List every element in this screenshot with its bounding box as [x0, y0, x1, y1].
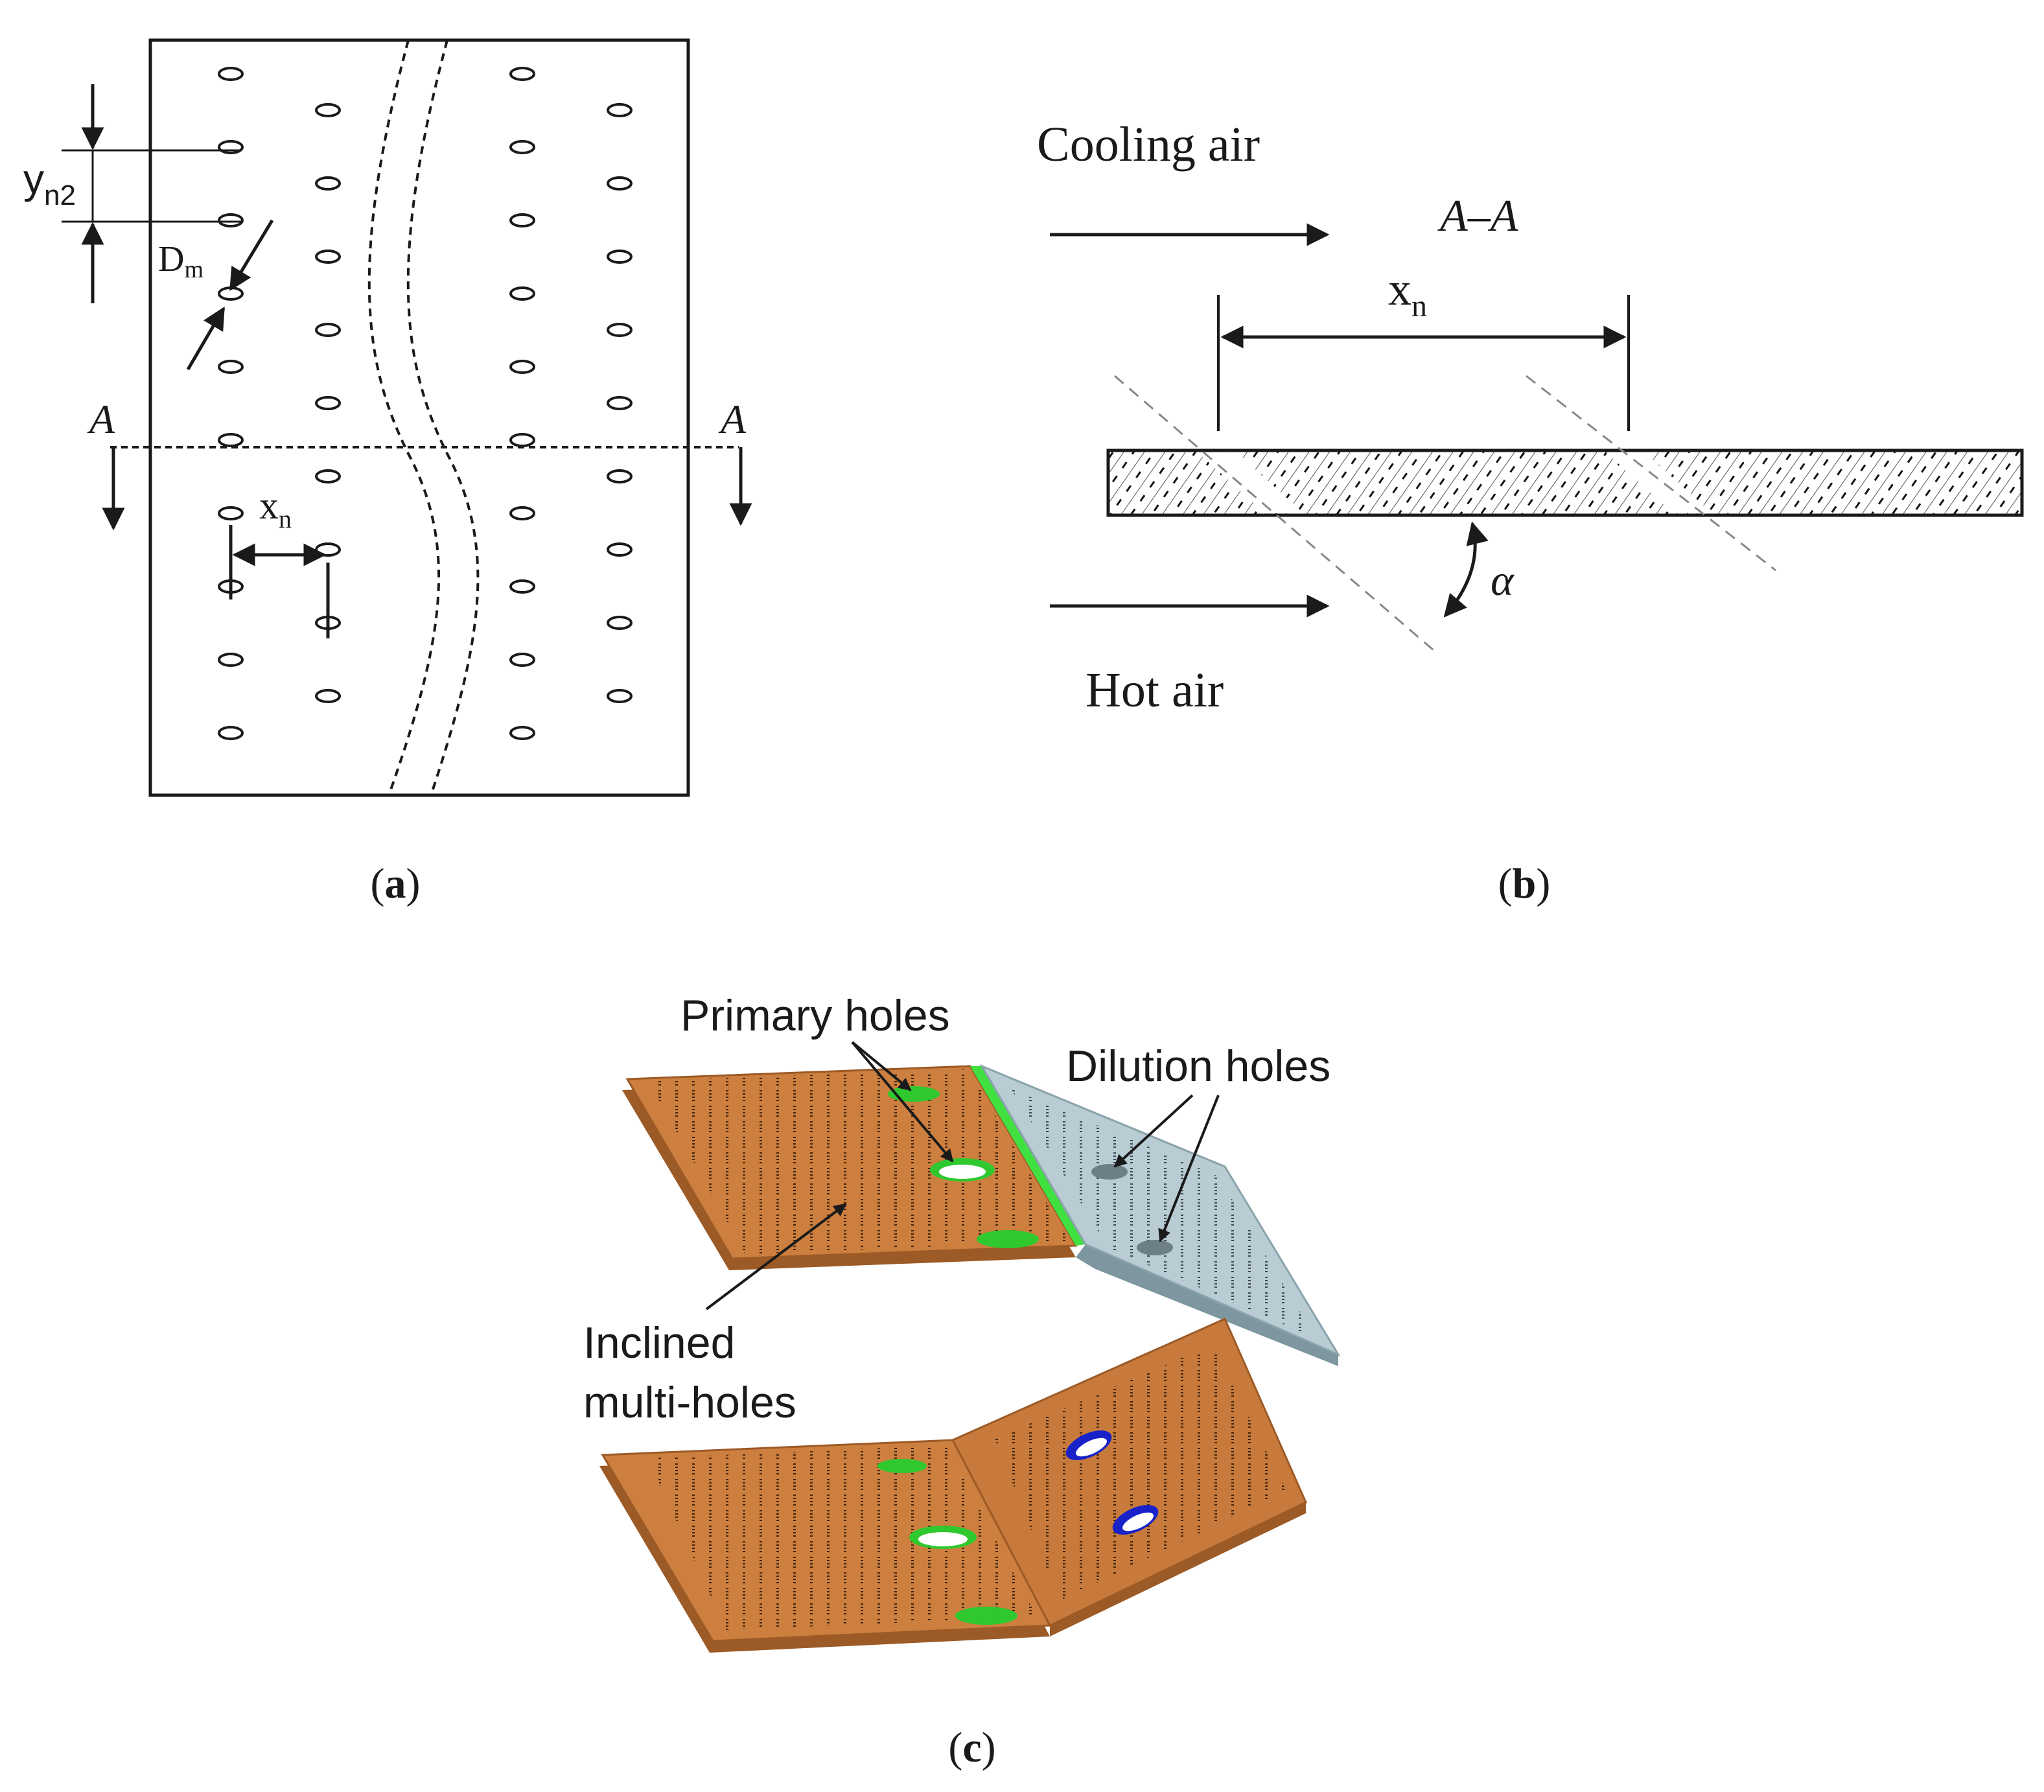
dilution-hole-2 [1137, 1240, 1173, 1255]
effusion-hole [509, 433, 535, 447]
dm-label: Dm [158, 239, 203, 283]
effusion-hole [315, 689, 341, 703]
caption-c: (c) [948, 1724, 995, 1771]
effusion-hole [509, 286, 535, 301]
alpha-label: α [1491, 555, 1515, 605]
effusion-hole [315, 250, 341, 264]
effusion-hole [509, 213, 535, 227]
effusion-hole [607, 250, 633, 264]
effusion-hole [607, 542, 633, 557]
panel-b: Cooling air A–A xn α Hot air (b) [1037, 117, 2024, 907]
dm-arrow-lower [186, 306, 226, 371]
caption-a: (a) [371, 860, 421, 907]
effusion-hole [607, 323, 633, 337]
lower-primary-hole-bottom [955, 1607, 1017, 1625]
cooling-air-label: Cooling air [1037, 117, 1260, 172]
effusion-hole [315, 103, 341, 117]
alpha-angle-arc [1443, 521, 1489, 618]
section-title: A–A [1437, 191, 1518, 241]
panel-a-dashed-curve-left [367, 40, 441, 796]
dilution-hole-1 [1091, 1164, 1128, 1180]
effusion-hole [509, 726, 535, 740]
effusion-hole [509, 67, 535, 81]
effusion-hole [315, 396, 341, 410]
effusion-hole [218, 67, 244, 81]
upper-orange-plate [622, 1065, 1086, 1270]
xn-b-label: xn [1388, 263, 1427, 323]
lower-orange-plate [599, 1318, 1307, 1653]
effusion-hole [607, 103, 633, 117]
effusion-hole [607, 469, 633, 483]
dilution-holes-leader-2 [1158, 1095, 1220, 1242]
section-label-right: A [718, 396, 747, 442]
effusion-hole [509, 140, 535, 154]
yn2-label: yn2 [23, 156, 76, 211]
hot-air-label: Hot air [1086, 663, 1224, 717]
inclined-multi-holes-label: Inclined multi-holes [583, 1318, 796, 1427]
effusion-hole [607, 616, 633, 630]
lower-primary-hole-top [877, 1459, 927, 1473]
effusion-hole [607, 689, 633, 703]
primary-holes-leader-2 [851, 1041, 954, 1163]
effusion-hole [509, 653, 535, 667]
primary-holes-label: Primary holes [680, 991, 950, 1040]
xn-a-label: xn [259, 484, 292, 533]
inclined-holes-leader [705, 1203, 847, 1310]
effusion-hole [218, 726, 244, 740]
effusion-hole [509, 360, 535, 374]
panel-a: A A yn2 Dm xn (a) [23, 38, 752, 907]
panel-a-hole-grid [218, 67, 633, 740]
hole-axis-dashed-2 [1526, 375, 1776, 572]
effusion-hole [509, 506, 535, 520]
primary-holes-leader-1 [851, 1041, 912, 1091]
effusion-hole [218, 360, 244, 374]
effusion-hole [315, 176, 341, 191]
dm-arrow-upper [229, 219, 274, 291]
inclined-hole-channel-2 [1606, 452, 1712, 513]
panel-a-plate [148, 38, 690, 797]
effusion-hole [218, 653, 244, 667]
dilution-holes-label: Dilution holes [1066, 1041, 1330, 1091]
primary-hole-bottom [977, 1230, 1039, 1248]
hole-axis-dashed-1 [1114, 375, 1439, 656]
dilution-holes-leader-1 [1113, 1094, 1194, 1168]
seam-strip [970, 1066, 1086, 1246]
effusion-hole [218, 213, 244, 227]
inclined-label-line2: multi-holes [583, 1378, 796, 1427]
effusion-hole [607, 396, 633, 410]
upper-blue-plate [979, 1064, 1341, 1366]
effusion-hole [607, 176, 633, 191]
effusion-hole [218, 433, 244, 447]
effusion-hole [218, 286, 244, 301]
section-label-left: A [87, 396, 115, 442]
inclined-label-line1: Inclined [583, 1318, 735, 1367]
panel-a-dashed-curve-right [406, 40, 480, 796]
effusion-hole [315, 323, 341, 337]
effusion-hole [218, 506, 244, 520]
caption-b: (b) [1498, 860, 1551, 907]
effusion-hole [509, 579, 535, 594]
inclined-hole-channel-1 [1198, 452, 1304, 513]
panel-c: Primary holes Dilution holes Inclined mu… [583, 991, 1341, 1771]
effusion-hole [315, 469, 341, 483]
